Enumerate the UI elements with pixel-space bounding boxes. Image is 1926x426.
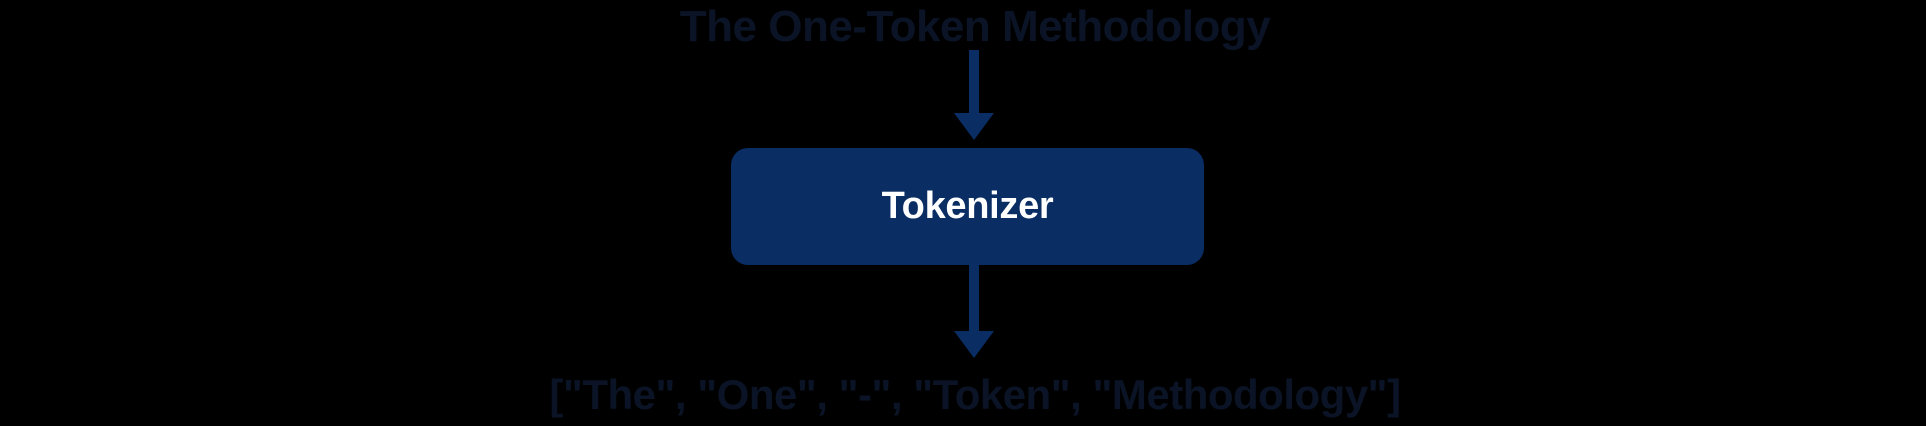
arrow-down-icon-output — [949, 265, 999, 358]
token-array-output: ["The", "One", "-", "Token", "Methodolog… — [549, 371, 1401, 418]
arrow-stem — [969, 50, 979, 114]
diagram-title: The One-Token Methodology — [679, 2, 1271, 51]
arrow-down-icon-input — [949, 50, 999, 140]
arrow-stem — [969, 265, 979, 332]
arrow-head — [954, 113, 994, 140]
tokenizer-node-label: Tokenizer — [881, 185, 1054, 227]
tokenizer-node[interactable]: Tokenizer — [731, 148, 1204, 265]
arrow-head — [954, 331, 994, 358]
